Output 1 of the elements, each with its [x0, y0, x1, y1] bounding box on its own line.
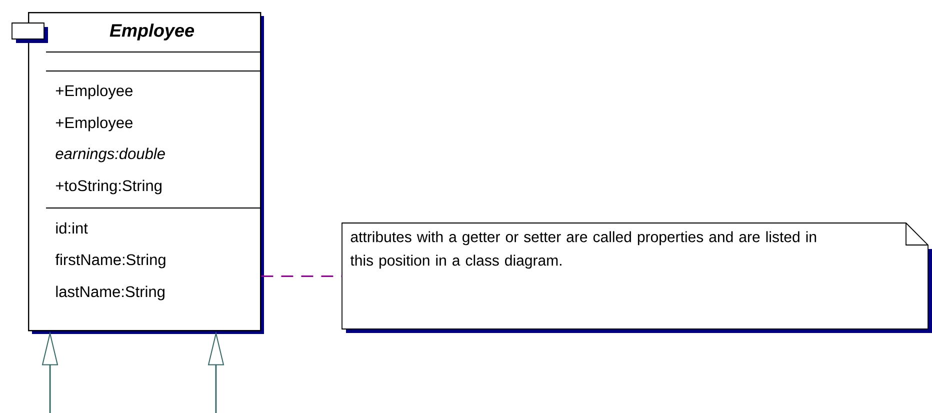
association-line	[261, 275, 342, 277]
